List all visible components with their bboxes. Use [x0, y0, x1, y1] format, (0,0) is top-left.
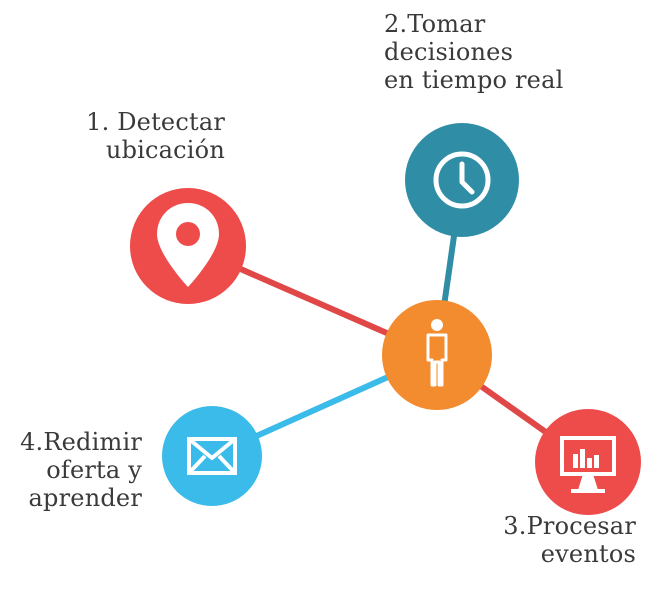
step-label-line: 3.Procesar	[503, 512, 636, 540]
step-label-line: en tiempo real	[384, 66, 564, 94]
step-label-line: decisiones	[384, 38, 514, 66]
step-label-line: 2.Tomar	[384, 10, 486, 38]
step-label-line: aprender	[28, 484, 142, 512]
node-decide	[405, 123, 519, 237]
clock-icon	[433, 151, 491, 209]
step-label-detect: 1. Detectar ubicación	[60, 108, 225, 164]
step-label-decide: 2.Tomar decisiones en tiempo real	[384, 10, 624, 94]
step-label-line: eventos	[540, 540, 636, 568]
node-redeem	[162, 406, 262, 506]
location-pin-icon	[157, 203, 219, 287]
node-process	[535, 409, 641, 515]
step-label-line: 1. Detectar	[86, 108, 225, 136]
step-label-line: oferta y	[46, 456, 142, 484]
node-detect	[130, 188, 246, 304]
envelope-icon	[187, 437, 237, 475]
monitor-chart-icon	[560, 436, 616, 493]
step-label-redeem: 4.Redimir oferta y aprender	[4, 428, 142, 512]
step-label-line: ubicación	[105, 136, 225, 164]
step-label-process: 3.Procesar eventos	[430, 512, 636, 568]
step-label-line: 4.Redimir	[20, 428, 142, 456]
node-center	[382, 300, 492, 410]
person-icon	[426, 319, 448, 387]
